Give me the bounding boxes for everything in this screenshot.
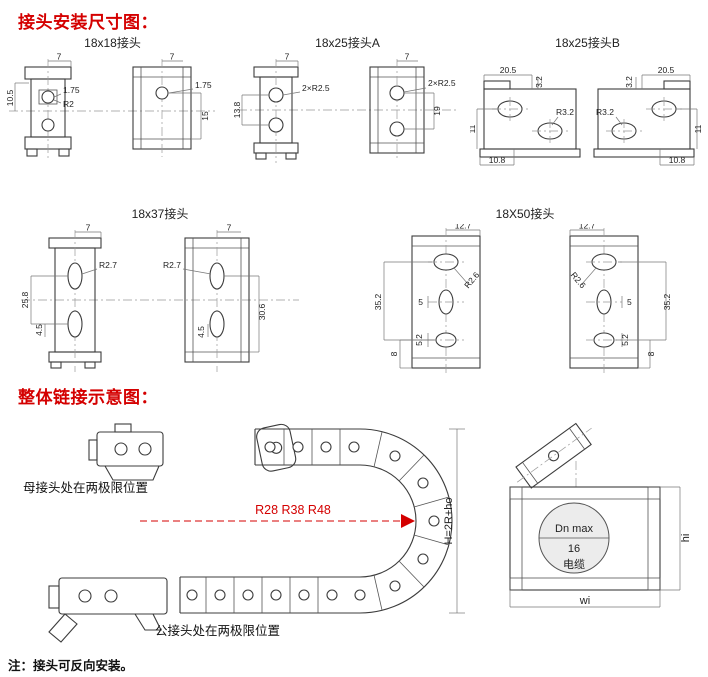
- dim-18x37-front-radius: R2.7: [99, 260, 117, 270]
- wi-dimension: wi: [509, 590, 661, 608]
- dim-18x50-left-bottom: 8: [389, 351, 399, 356]
- dim-18x18-front-radius: R2: [63, 99, 74, 109]
- cable-dn-label: Dn max: [555, 523, 593, 535]
- dim-18x18-side-width: 7: [170, 53, 175, 62]
- bend-radius-arrow: [401, 514, 415, 528]
- dim-18x25b-right-radius: R3.2: [596, 107, 614, 117]
- cable-text-label: 电缆: [563, 558, 585, 571]
- dim-18x18-side-offset: 1.75: [195, 80, 212, 90]
- side-view: 7 2×R2.5 19: [369, 53, 456, 161]
- right-view: 20.5 3.2 R3.2 11 10.8: [593, 65, 703, 166]
- female-position-label: 母接头处在两极限位置: [23, 480, 148, 495]
- front-view: 7 1.75 R2 10.5: [5, 53, 80, 159]
- dim-18x25b-left-radius: R3.2: [556, 107, 574, 117]
- diagram-title-18x50: 18X50接头: [495, 207, 555, 221]
- chain-assembly-drawing: R28 R38 R48 H=2R+ho 母接头处在两极限位置 公接头处在两极限位…: [23, 423, 465, 643]
- male-connector: [48, 577, 168, 643]
- dim-18x50-left-height: 35.2: [373, 293, 383, 310]
- dim-18x25b-right-t: 3.2: [624, 76, 634, 88]
- dim-18x50-right-height: 35.2: [662, 293, 672, 310]
- bend-radius-label: R28 R38 R48: [255, 503, 331, 517]
- diagram-18x18-drawing: 7 1.75 R2 10.5 7 1.75: [5, 53, 215, 159]
- hi-dimension: hi: [660, 486, 692, 591]
- front-view: 7 R2.7 25.8 4.5: [20, 224, 117, 372]
- left-view: 12.7 R2.6 35.2 5 5.2 8: [373, 224, 481, 376]
- dim-18x37-side-radius: R2.7: [163, 260, 181, 270]
- dim-18x25b-left-height: 11: [470, 124, 477, 133]
- height-formula-label: H=2R+ho: [443, 497, 455, 544]
- diagram-title-18x37: 18x37接头: [131, 207, 189, 221]
- diagram-18x18: 18x18接头 7 1.75 R2: [5, 34, 220, 188]
- front-view: 7 2×R2.5 13.8: [232, 53, 330, 163]
- diagram-title-18x18: 18x18接头: [84, 36, 141, 50]
- dim-18x25a-front-holes: 2×R2.5: [302, 83, 330, 93]
- dim-18x50-left-mid: 5: [418, 297, 423, 307]
- dim-18x25a-side-width: 7: [405, 53, 410, 62]
- dim-18x37-side-width: 7: [227, 224, 232, 233]
- dim-18x37-front-width: 7: [86, 224, 91, 233]
- diagram-18x25a: 18x25接头A 7 2×R2.5 13.8: [230, 34, 465, 188]
- diagram-18x25b: 18x25接头B 20.5 3.2 R3.2: [470, 34, 705, 188]
- dim-18x18-side-height: 15: [200, 111, 210, 121]
- female-connector: [88, 423, 164, 481]
- section-box: Dn max 16 电缆: [509, 486, 661, 591]
- dim-18x18-front-height: 10.5: [5, 89, 15, 106]
- dim-18x25a-side-holes: 2×R2.5: [428, 78, 456, 88]
- right-view: 12.7 R2.6 5 35.2 5.2 8: [569, 224, 672, 376]
- dim-18x25b-right-bottom: 10.8: [669, 155, 686, 165]
- dim-18x50-right-mid: 5: [627, 297, 632, 307]
- dim-18x25b-left-width: 20.5: [500, 65, 517, 75]
- side-view: 7 R2.7 30.6 4.5: [163, 224, 267, 372]
- diagram-18x25a-drawing: 7 2×R2.5 13.8 7 2×R2.5: [232, 53, 458, 163]
- dim-18x25b-left-t: 3.2: [534, 76, 544, 88]
- dim-18x50-right-radius: R2.6: [569, 270, 588, 290]
- dim-18x50-right-slot: 5.2: [620, 334, 630, 346]
- diagram-title-18x25b: 18x25接头B: [555, 36, 620, 50]
- cable-size-label: 16: [568, 543, 580, 555]
- diagram-18x50: 18X50接头 12.7 R2.6 35: [370, 205, 680, 386]
- chain-band: [179, 428, 453, 614]
- hi-label: hi: [680, 534, 692, 543]
- dim-18x25a-front-width: 7: [285, 53, 290, 62]
- section-title-assembly: 整体链接示意图：: [18, 388, 158, 407]
- diagram-18x37-drawing: 7 R2.7 25.8 4.5 7: [20, 224, 299, 372]
- dim-18x25a-side-height: 19: [432, 106, 442, 116]
- left-view: 20.5 3.2 R3.2 11 10.8: [470, 65, 581, 166]
- male-position-label: 公接头处在两极限位置: [155, 623, 280, 638]
- dim-18x50-right-width: 12.7: [579, 224, 596, 231]
- wi-label: wi: [579, 595, 590, 607]
- dim-18x18-front-width: 7: [57, 53, 62, 62]
- reverse-install-note: 注：接头可反向安装。: [8, 659, 134, 673]
- dim-18x25b-right-width: 20.5: [658, 65, 675, 75]
- diagram-18x37: 18x37接头 7 R2.7 25.8: [15, 205, 305, 382]
- cross-section-drawing: Dn max 16 电缆 hi wi: [509, 422, 692, 608]
- dim-18x50-left-radius: R2.6: [462, 270, 481, 290]
- tilted-connector: [515, 422, 592, 489]
- dim-18x37-front-height: 25.8: [20, 291, 30, 308]
- dim-18x50-left-width: 12.7: [455, 224, 472, 231]
- dim-18x37-side-height: 30.6: [257, 303, 267, 320]
- dim-18x25a-front-height: 13.8: [232, 101, 242, 118]
- diagram-18x25b-drawing: 20.5 3.2 R3.2 11 10.8: [470, 65, 703, 166]
- dim-18x25b-right-height: 11: [693, 124, 703, 133]
- diagram-title-18x25a: 18x25接头A: [315, 36, 380, 50]
- section-title-dimensions: 接头安装尺寸图：: [18, 13, 158, 32]
- dim-18x37-front-slot: 4.5: [34, 324, 44, 336]
- diagram-18x50-drawing: 12.7 R2.6 35.2 5 5.2 8: [373, 224, 672, 376]
- dim-18x37-side-slot: 4.5: [196, 326, 206, 338]
- dim-18x25b-left-bottom: 10.8: [489, 155, 506, 165]
- side-view: 7 1.75 15: [132, 53, 212, 157]
- dim-18x50-right-bottom: 8: [646, 351, 656, 356]
- height-dimension: H=2R+ho: [443, 428, 465, 614]
- dim-18x18-front-offset: 1.75: [63, 85, 80, 95]
